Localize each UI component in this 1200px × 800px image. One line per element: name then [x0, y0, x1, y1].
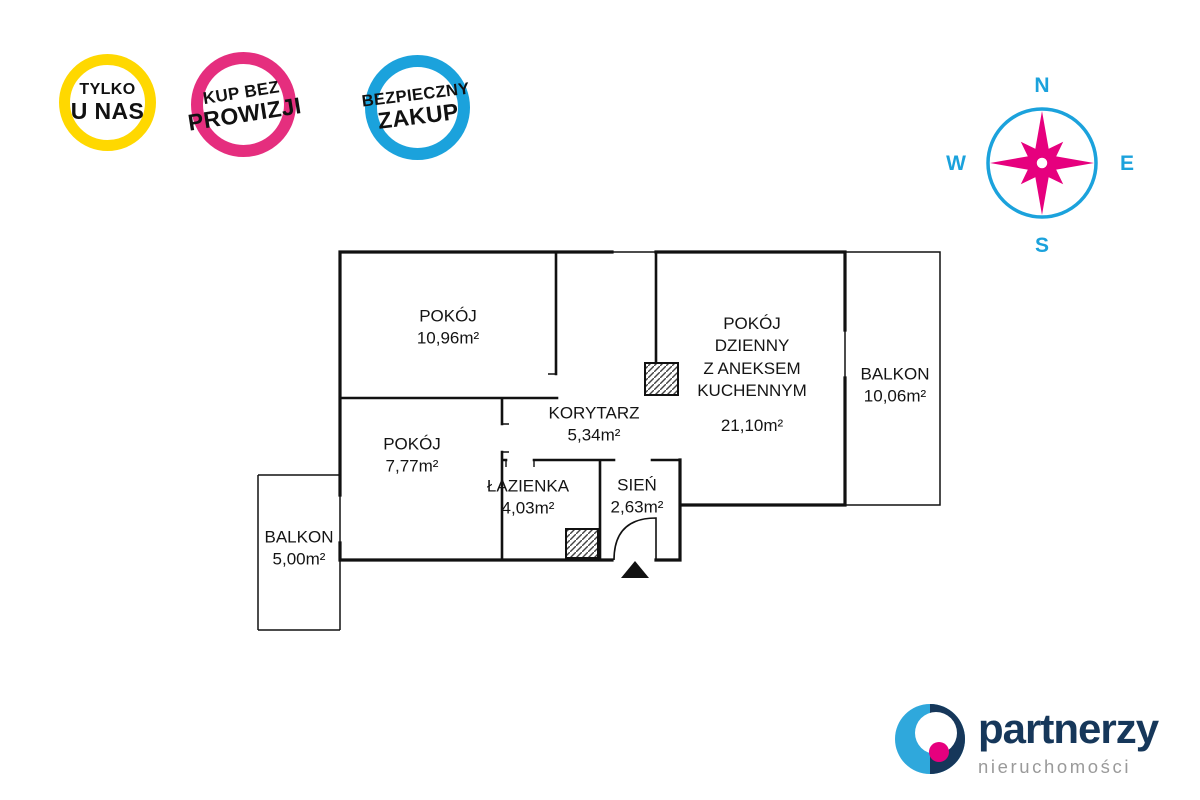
brand-mark-icon	[895, 704, 965, 774]
room-name: POKÓJ	[723, 313, 781, 333]
shaft-hatch-top	[644, 362, 679, 396]
interior-walls	[338, 250, 682, 562]
room-label-korytarz: KORYTARZ 5,34m²	[549, 403, 640, 448]
brand-subtitle: nieruchomości	[978, 756, 1132, 777]
room-area: 7,77m²	[385, 457, 439, 476]
compass-n-label: N	[1034, 74, 1049, 97]
outer-walls	[338, 250, 847, 562]
room-area: 5,34m²	[567, 426, 621, 445]
room-area: 2,63m²	[610, 498, 664, 517]
entry-door-swing	[613, 517, 657, 561]
brand-name: partnerzy	[978, 705, 1159, 752]
balcony-and-window-lines	[257, 251, 941, 631]
room-name: BALKON	[264, 527, 334, 547]
room-name: Z ANEKSEM	[703, 358, 801, 378]
compass-s-label: S	[1035, 234, 1049, 257]
room-area: 10,06m²	[863, 387, 927, 406]
room-name: KUCHENNYM	[697, 381, 807, 401]
room-name: DZIENNY	[714, 336, 790, 356]
room-name: SIEŃ	[617, 475, 657, 495]
room-name: POKÓJ	[383, 434, 441, 454]
agency-logo: partnerzy nieruchomości	[895, 704, 1159, 778]
badge-tylko-u-nas: TYLKO U NAS	[59, 54, 156, 151]
room-label-balkon-left: BALKON 5,00m²	[265, 527, 334, 572]
room-label-balkon-right: BALKON 10,06m²	[861, 364, 930, 409]
room-area: 21,10m²	[720, 415, 784, 435]
compass-center	[1033, 154, 1051, 172]
badge-text: TYLKO U NAS	[70, 81, 145, 124]
room-label-lazienka: ŁAZIENKA 4,03m²	[487, 476, 569, 521]
compass-rose-icon: N E S W	[946, 74, 1134, 257]
room-area: 4,03m²	[501, 499, 555, 518]
badge-line: U NAS	[70, 97, 145, 124]
room-label-pokoj-1: POKÓJ 10,96m²	[417, 306, 479, 351]
room-name: ŁAZIENKA	[486, 476, 570, 496]
door-jamb-ticks	[502, 373, 556, 467]
compass-e-label: E	[1120, 152, 1134, 175]
room-area: 10,96m²	[416, 329, 480, 348]
entry-marker-icon	[621, 561, 649, 578]
compass-ring	[986, 107, 1098, 219]
badge-line: TYLKO	[79, 81, 136, 99]
brand-text: partnerzy nieruchomości	[978, 704, 1159, 778]
compass-w-label: W	[946, 152, 966, 175]
room-name: BALKON	[860, 364, 930, 384]
room-label-pokoj-2: POKÓJ 7,77m²	[383, 434, 441, 479]
room-label-sien: SIEŃ 2,63m²	[611, 475, 664, 520]
room-name: KORYTARZ	[548, 403, 640, 423]
room-area: 5,00m²	[272, 550, 326, 569]
shaft-hatch-bathroom	[565, 528, 599, 559]
room-label-living-room: POKÓJ DZIENNY Z ANEKSEM KUCHENNYM 21,10m…	[697, 313, 807, 437]
room-name: POKÓJ	[419, 306, 477, 326]
